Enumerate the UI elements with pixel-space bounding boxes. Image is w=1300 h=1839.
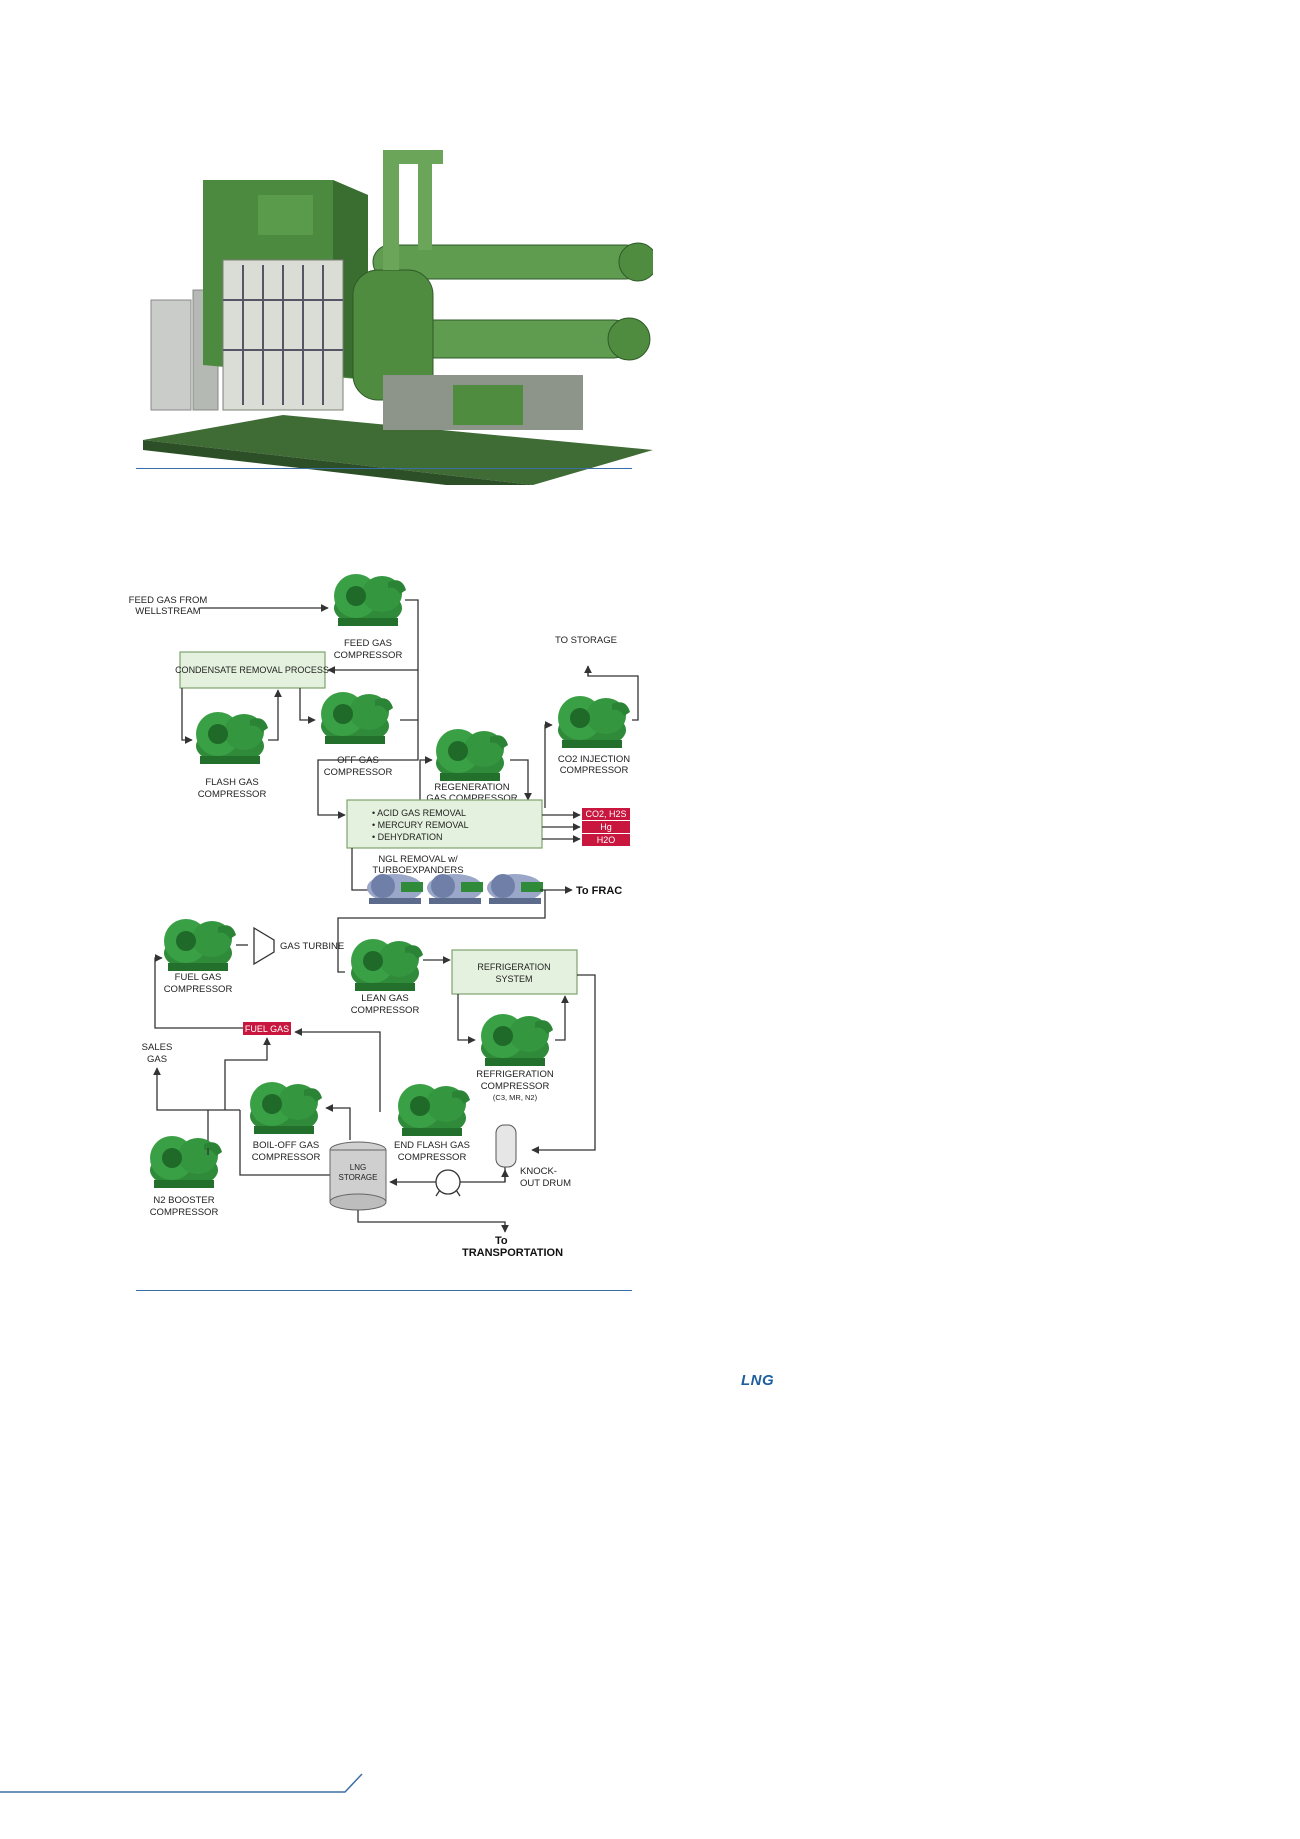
footer-rule — [0, 1773, 363, 1793]
gas-turbine-label: GAS TURBINE — [280, 941, 344, 952]
boil-off-compressor-label-1: BOIL-OFF GAS — [253, 1140, 320, 1151]
gas-treatment-box — [346, 799, 543, 849]
feed-gas-compressor-label-2: COMPRESSOR — [334, 650, 403, 661]
refrigeration-compressor-label-2: COMPRESSOR — [481, 1081, 550, 1092]
treatment-item-1: • ACID GAS REMOVAL — [372, 808, 466, 818]
flash-gas-compressor-label-2: COMPRESSOR — [198, 789, 267, 800]
fuel-gas-tag-label: FUEL GAS — [245, 1024, 289, 1034]
refrigeration-compressor-icon — [481, 1014, 553, 1066]
turboexpander-1-icon — [367, 874, 423, 904]
fuel-gas-compressor-label-1: FUEL GAS — [175, 972, 222, 983]
photo-divider — [136, 468, 632, 469]
condensate-removal-label: CONDENSATE REMOVAL PROCESS — [175, 665, 329, 675]
knock-out-drum-icon — [495, 1124, 517, 1168]
ngl-removal-label-1: NGL REMOVAL w/ — [378, 854, 458, 865]
flash-gas-compressor-label-1: FLASH GAS — [205, 777, 258, 788]
lng-storage-label-2: STORAGE — [339, 1173, 378, 1182]
refrigeration-compressor-label-1: REFRIGERATION — [476, 1069, 554, 1080]
flash-gas-compressor-icon — [196, 712, 268, 764]
lean-gas-compressor-label-2: COMPRESSOR — [351, 1005, 420, 1016]
regeneration-compressor-label-1: REGENERATION — [434, 782, 509, 793]
refrigeration-compressor-label-3: (C3, MR, N2) — [493, 1093, 538, 1102]
co2-h2s-tag-label: CO2, H2S — [585, 809, 626, 819]
turboexpander-3-icon — [487, 874, 543, 904]
lng-storage-tank — [329, 1141, 387, 1211]
sales-gas-label-1: SALES — [142, 1042, 173, 1053]
n2-booster-compressor-icon — [150, 1136, 222, 1188]
feed-gas-source-line-2: WELLSTREAM — [135, 606, 201, 617]
sales-gas-label-2: GAS — [147, 1054, 167, 1065]
turboexpander-2-icon — [427, 874, 483, 904]
h2o-tag — [582, 834, 630, 846]
end-flash-compressor-label-2: COMPRESSOR — [398, 1152, 467, 1163]
treatment-item-3: • DEHYDRATION — [372, 832, 443, 842]
lean-gas-compressor-label-1: LEAN GAS — [361, 993, 409, 1004]
refrigeration-system-label-2: SYSTEM — [495, 974, 532, 984]
fuel-gas-compressor-label-2: COMPRESSOR — [164, 984, 233, 995]
fuel-gas-compressor-icon — [164, 919, 236, 971]
off-gas-compressor-icon — [321, 692, 393, 744]
to-frac-label: To FRAC — [576, 885, 622, 897]
co2-injection-compressor-label-1: CO2 INJECTION — [558, 754, 630, 765]
co2-injection-compressor-label-2: COMPRESSOR — [560, 765, 629, 776]
treatment-item-2: • MERCURY REMOVAL — [372, 820, 469, 830]
off-gas-compressor-label-2: COMPRESSOR — [324, 767, 393, 778]
feed-gas-source-line-1: FEED GAS FROM — [129, 595, 208, 606]
end-flash-compressor-icon — [398, 1084, 470, 1136]
to-transportation-label-2: TRANSPORTATION — [462, 1247, 563, 1259]
feed-gas-source: FEED GAS FROM WELLSTREAM — [129, 595, 208, 617]
hg-tag-label: Hg — [600, 822, 612, 832]
refrigeration-system-label-1: REFRIGERATION — [477, 962, 550, 972]
hg-tag — [582, 821, 630, 833]
compressor-package-photo — [133, 150, 653, 485]
fuel-gas-tag — [243, 1022, 291, 1035]
boil-off-compressor-label-2: COMPRESSOR — [252, 1152, 321, 1163]
n2-booster-compressor-label-1: N2 BOOSTER — [153, 1195, 214, 1206]
gas-turbine-icon — [253, 926, 275, 966]
n2-booster-compressor-label-2: COMPRESSOR — [150, 1207, 219, 1218]
h2o-tag-label: H2O — [597, 835, 616, 845]
co2-injection-compressor-icon — [558, 696, 630, 748]
boil-off-compressor-icon — [250, 1082, 322, 1134]
knock-out-drum-label-1: KNOCK- — [520, 1166, 557, 1177]
diagram-divider — [136, 1290, 632, 1291]
feed-gas-compressor-icon — [334, 574, 406, 626]
co2-h2s-tag — [582, 808, 630, 820]
ngl-removal-label-2: TURBOEXPANDERS — [372, 865, 463, 876]
refrigeration-system-box — [451, 949, 578, 995]
to-transportation-label-1: To — [495, 1235, 508, 1247]
lean-gas-compressor-icon — [351, 939, 423, 991]
feed-gas-compressor-label-1: FEED GAS — [344, 638, 392, 649]
to-storage-label: TO STORAGE — [555, 635, 617, 646]
regeneration-compressor-label-2: GAS COMPRESSOR — [426, 793, 517, 804]
regeneration-compressor-icon — [436, 729, 508, 781]
knock-out-drum-label-2: OUT DRUM — [520, 1178, 571, 1189]
lng-brand-mark: LNG — [741, 1372, 775, 1389]
lng-storage-label-1: LNG — [350, 1163, 366, 1172]
condensate-removal-box — [179, 651, 326, 689]
end-flash-compressor-label-1: END FLASH GAS — [394, 1140, 470, 1151]
